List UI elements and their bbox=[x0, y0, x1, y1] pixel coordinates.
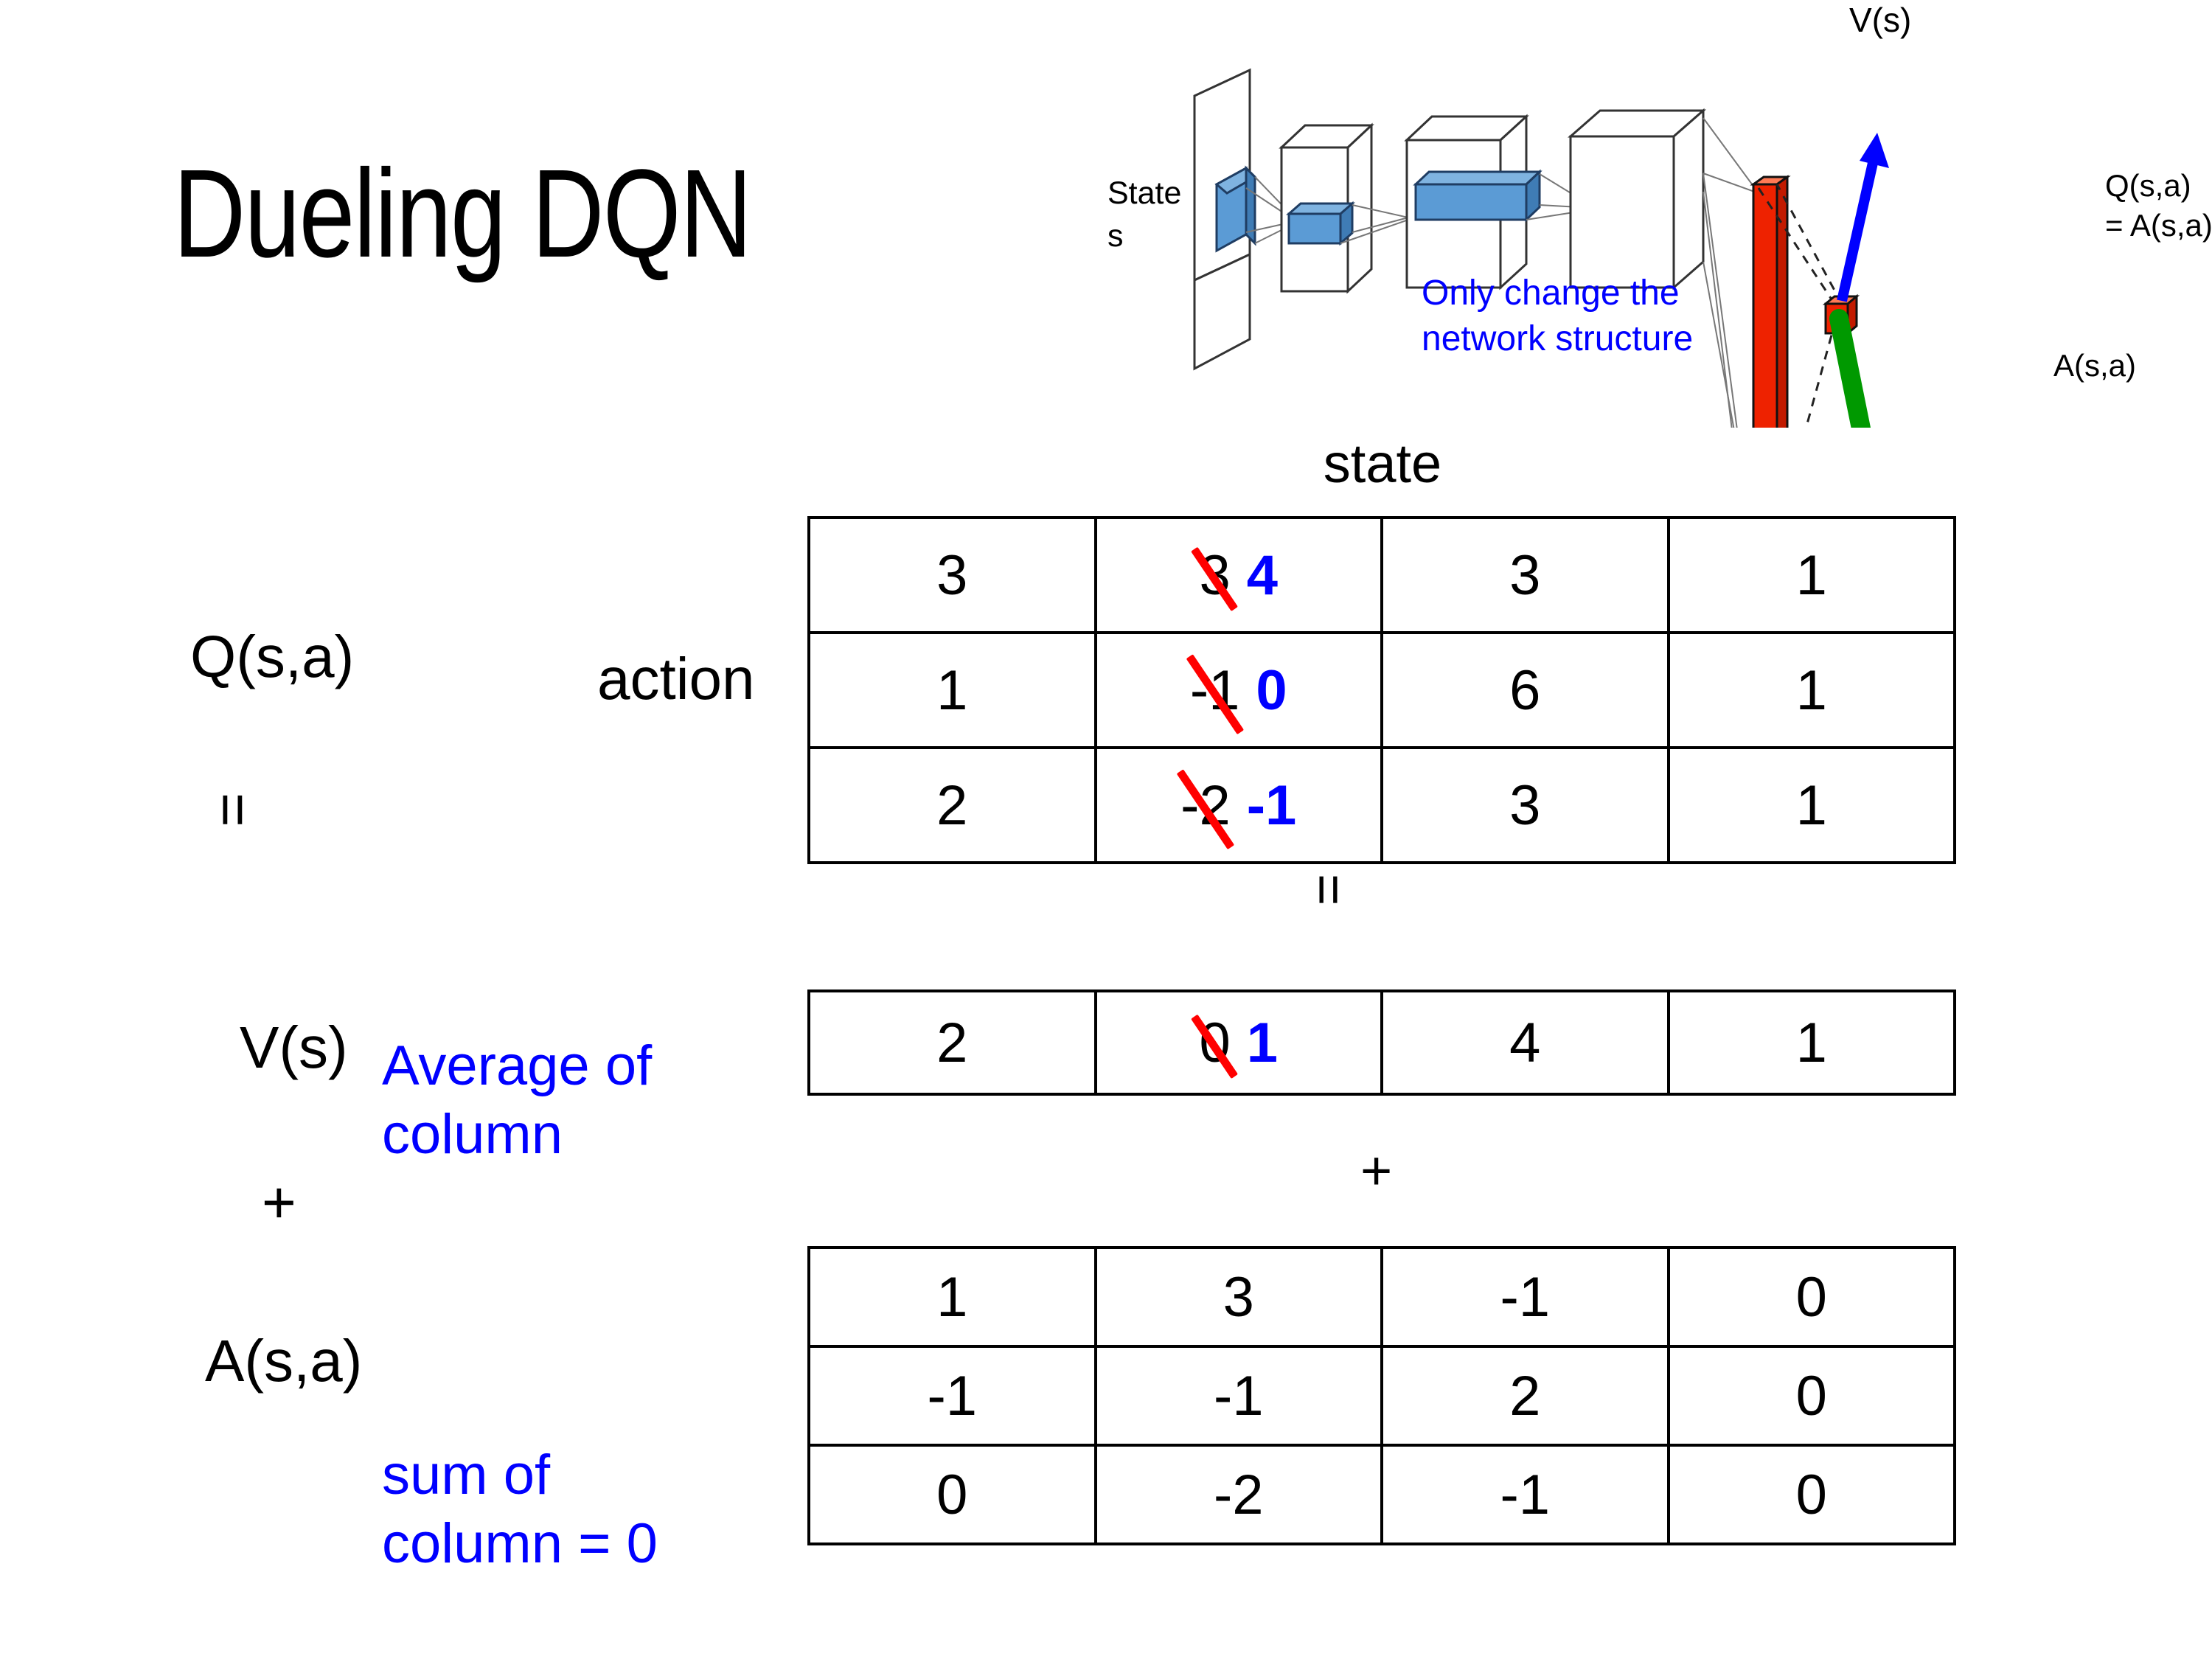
input-plane-icon bbox=[1193, 68, 1251, 371]
table-row: 1 -1 0 6 1 bbox=[810, 631, 1953, 746]
old-value: 0 bbox=[1199, 1011, 1231, 1074]
dueling-network-diagram: State s V(s) Q(s,a) = A(s,a)+V(s) A(s,a)… bbox=[1091, 0, 2212, 428]
equals-sign-between-q-and-v: = bbox=[1298, 874, 1360, 906]
diagram-value-label: V(s) bbox=[1849, 1, 1912, 39]
new-value: 4 bbox=[1246, 543, 1279, 607]
table-cell: -2 bbox=[1093, 1447, 1381, 1543]
combine-connector-icon bbox=[1829, 309, 1871, 428]
table-cell: 1 bbox=[1666, 992, 1954, 1093]
sum-note-line-2: column = 0 bbox=[382, 1512, 658, 1575]
plus-sign-left: + bbox=[262, 1169, 296, 1235]
table-cell: 0 bbox=[1666, 1348, 1954, 1444]
table-cell: 1 bbox=[1666, 634, 1954, 746]
new-value: 1 bbox=[1246, 1011, 1279, 1074]
table-cell-edited: -1 0 bbox=[1093, 634, 1381, 746]
average-of-column-note: Average of column bbox=[382, 1032, 652, 1169]
diagram-note-line-2: network structure bbox=[1422, 319, 1694, 358]
table-row: 3 3 4 3 1 bbox=[810, 519, 1953, 631]
table-cell: -1 bbox=[1380, 1249, 1667, 1345]
table-cell: 0 bbox=[1666, 1249, 1954, 1345]
table-cell-edited: -2 -1 bbox=[1093, 749, 1381, 861]
table-cell-edited: 0 1 bbox=[1093, 992, 1381, 1093]
table-cell: 1 bbox=[1666, 519, 1954, 631]
sum-note-line-1: sum of bbox=[382, 1444, 551, 1506]
table-cell: 4 bbox=[1380, 992, 1667, 1093]
table-cell: 2 bbox=[1380, 1348, 1667, 1444]
sum-of-column-note: sum of column = 0 bbox=[382, 1441, 658, 1578]
table-cell: 3 bbox=[1380, 749, 1667, 861]
table-row: 2 0 1 4 1 bbox=[810, 992, 1953, 1093]
v-table: 2 0 1 4 1 bbox=[807, 990, 1956, 1096]
conv-block-3-icon bbox=[1568, 108, 1706, 291]
old-value: -1 bbox=[1189, 658, 1240, 722]
diagram-state-label: State bbox=[1107, 175, 1182, 211]
table-cell: -1 bbox=[1093, 1348, 1381, 1444]
average-note-line-1: Average of bbox=[382, 1034, 653, 1097]
table-row: -1 -1 2 0 bbox=[810, 1345, 1953, 1444]
a-table: 1 3 -1 0 -1 -1 2 0 0 -2 -1 0 bbox=[807, 1246, 1956, 1545]
state-axis-label: state bbox=[1323, 433, 1442, 494]
diagram-q-formula: = A(s,a)+V(s) bbox=[2105, 208, 2212, 243]
table-row: 0 -2 -1 0 bbox=[810, 1444, 1953, 1543]
table-cell: -1 bbox=[927, 1364, 978, 1427]
table-cell: 1 bbox=[1666, 749, 1954, 861]
average-note-line-2: column bbox=[382, 1102, 563, 1166]
table-row: 1 3 -1 0 bbox=[810, 1249, 1953, 1345]
input-patch-icon bbox=[1214, 165, 1257, 253]
v-function-label: V(s) bbox=[240, 1015, 348, 1080]
diagram-note-line-1: Only change the bbox=[1422, 274, 1680, 313]
plus-sign-between-v-and-a: + bbox=[1360, 1140, 1393, 1201]
table-cell: 0 bbox=[1666, 1447, 1954, 1543]
table-cell-edited: 3 4 bbox=[1093, 519, 1381, 631]
table-cell: 0 bbox=[936, 1463, 968, 1526]
equals-sign-left: = bbox=[201, 793, 266, 827]
a-function-label: A(s,a) bbox=[205, 1328, 363, 1394]
table-cell: 2 bbox=[936, 773, 968, 837]
diagram-state-sub: s bbox=[1107, 218, 1124, 254]
value-arrow-icon bbox=[1837, 133, 1889, 302]
fc-bar-value-icon bbox=[1750, 175, 1791, 428]
table-cell: -1 bbox=[1380, 1447, 1667, 1543]
table-cell: 1 bbox=[936, 1265, 968, 1329]
new-value: -1 bbox=[1246, 773, 1297, 837]
table-row: 2 -2 -1 3 1 bbox=[810, 746, 1953, 861]
table-cell: 3 bbox=[1380, 519, 1667, 631]
diagram-advantage-label: A(s,a) bbox=[2053, 348, 2137, 383]
q-table: 3 3 4 3 1 1 -1 0 6 1 2 -2 -1 3 1 bbox=[807, 516, 1956, 864]
table-cell: 6 bbox=[1380, 634, 1667, 746]
table-cell: 1 bbox=[936, 658, 968, 722]
table-cell: 3 bbox=[1093, 1249, 1381, 1345]
new-value: 0 bbox=[1256, 658, 1287, 722]
action-axis-label: action bbox=[597, 646, 755, 712]
old-value: -2 bbox=[1180, 773, 1231, 837]
old-value: 3 bbox=[1199, 543, 1231, 607]
table-cell: 2 bbox=[936, 1011, 968, 1074]
q-function-label: Q(s,a) bbox=[190, 624, 355, 689]
diagram-q-label: Q(s,a) bbox=[2105, 168, 2191, 203]
page-title: Dueling DQN bbox=[173, 144, 752, 284]
table-cell: 3 bbox=[936, 543, 968, 607]
